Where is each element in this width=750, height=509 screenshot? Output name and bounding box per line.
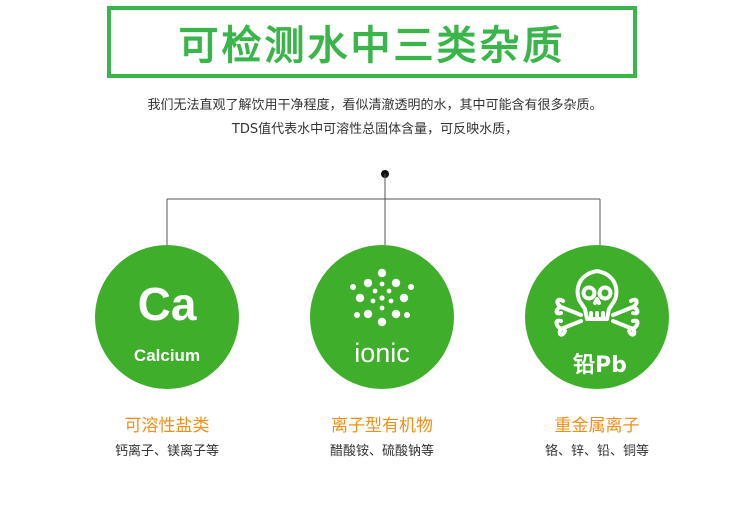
skull-crossbones-icon — [554, 269, 640, 337]
calcium-symbol: Ca — [137, 278, 197, 330]
ionic-label: ionic — [354, 338, 410, 368]
ionic-circle: ionic — [310, 245, 454, 389]
lead-circle: 铅Pb — [525, 245, 669, 389]
dots-burst-icon — [350, 268, 414, 327]
examples-soluble-salts: 钙离子、镁离子等 — [114, 444, 219, 459]
calcium-circle: Ca Calcium — [95, 245, 239, 389]
page-title: 可检测水中三类杂质 — [178, 23, 566, 69]
lead-label: 铅Pb — [573, 353, 627, 378]
description-line-2: TDS值代表水中可溶性总固体含量，可反映水质， — [231, 122, 519, 137]
category-ionic-organics: 离子型有机物 — [331, 416, 433, 436]
examples-ionic-organics: 醋酸铵、硫酸钠等 — [329, 444, 434, 459]
title-banner: 可检测水中三类杂质 — [107, 6, 637, 78]
description-line-1: 我们无法直观了解饮用干净程度，看似清澈透明的水，其中可能含有很多杂质。 — [147, 98, 603, 113]
calcium-label: Calcium — [133, 346, 201, 365]
category-heavy-metals: 重金属离子 — [554, 416, 640, 436]
examples-heavy-metals: 铬、锌、铅、铜等 — [544, 444, 649, 459]
category-soluble-salts: 可溶性盐类 — [124, 416, 210, 436]
